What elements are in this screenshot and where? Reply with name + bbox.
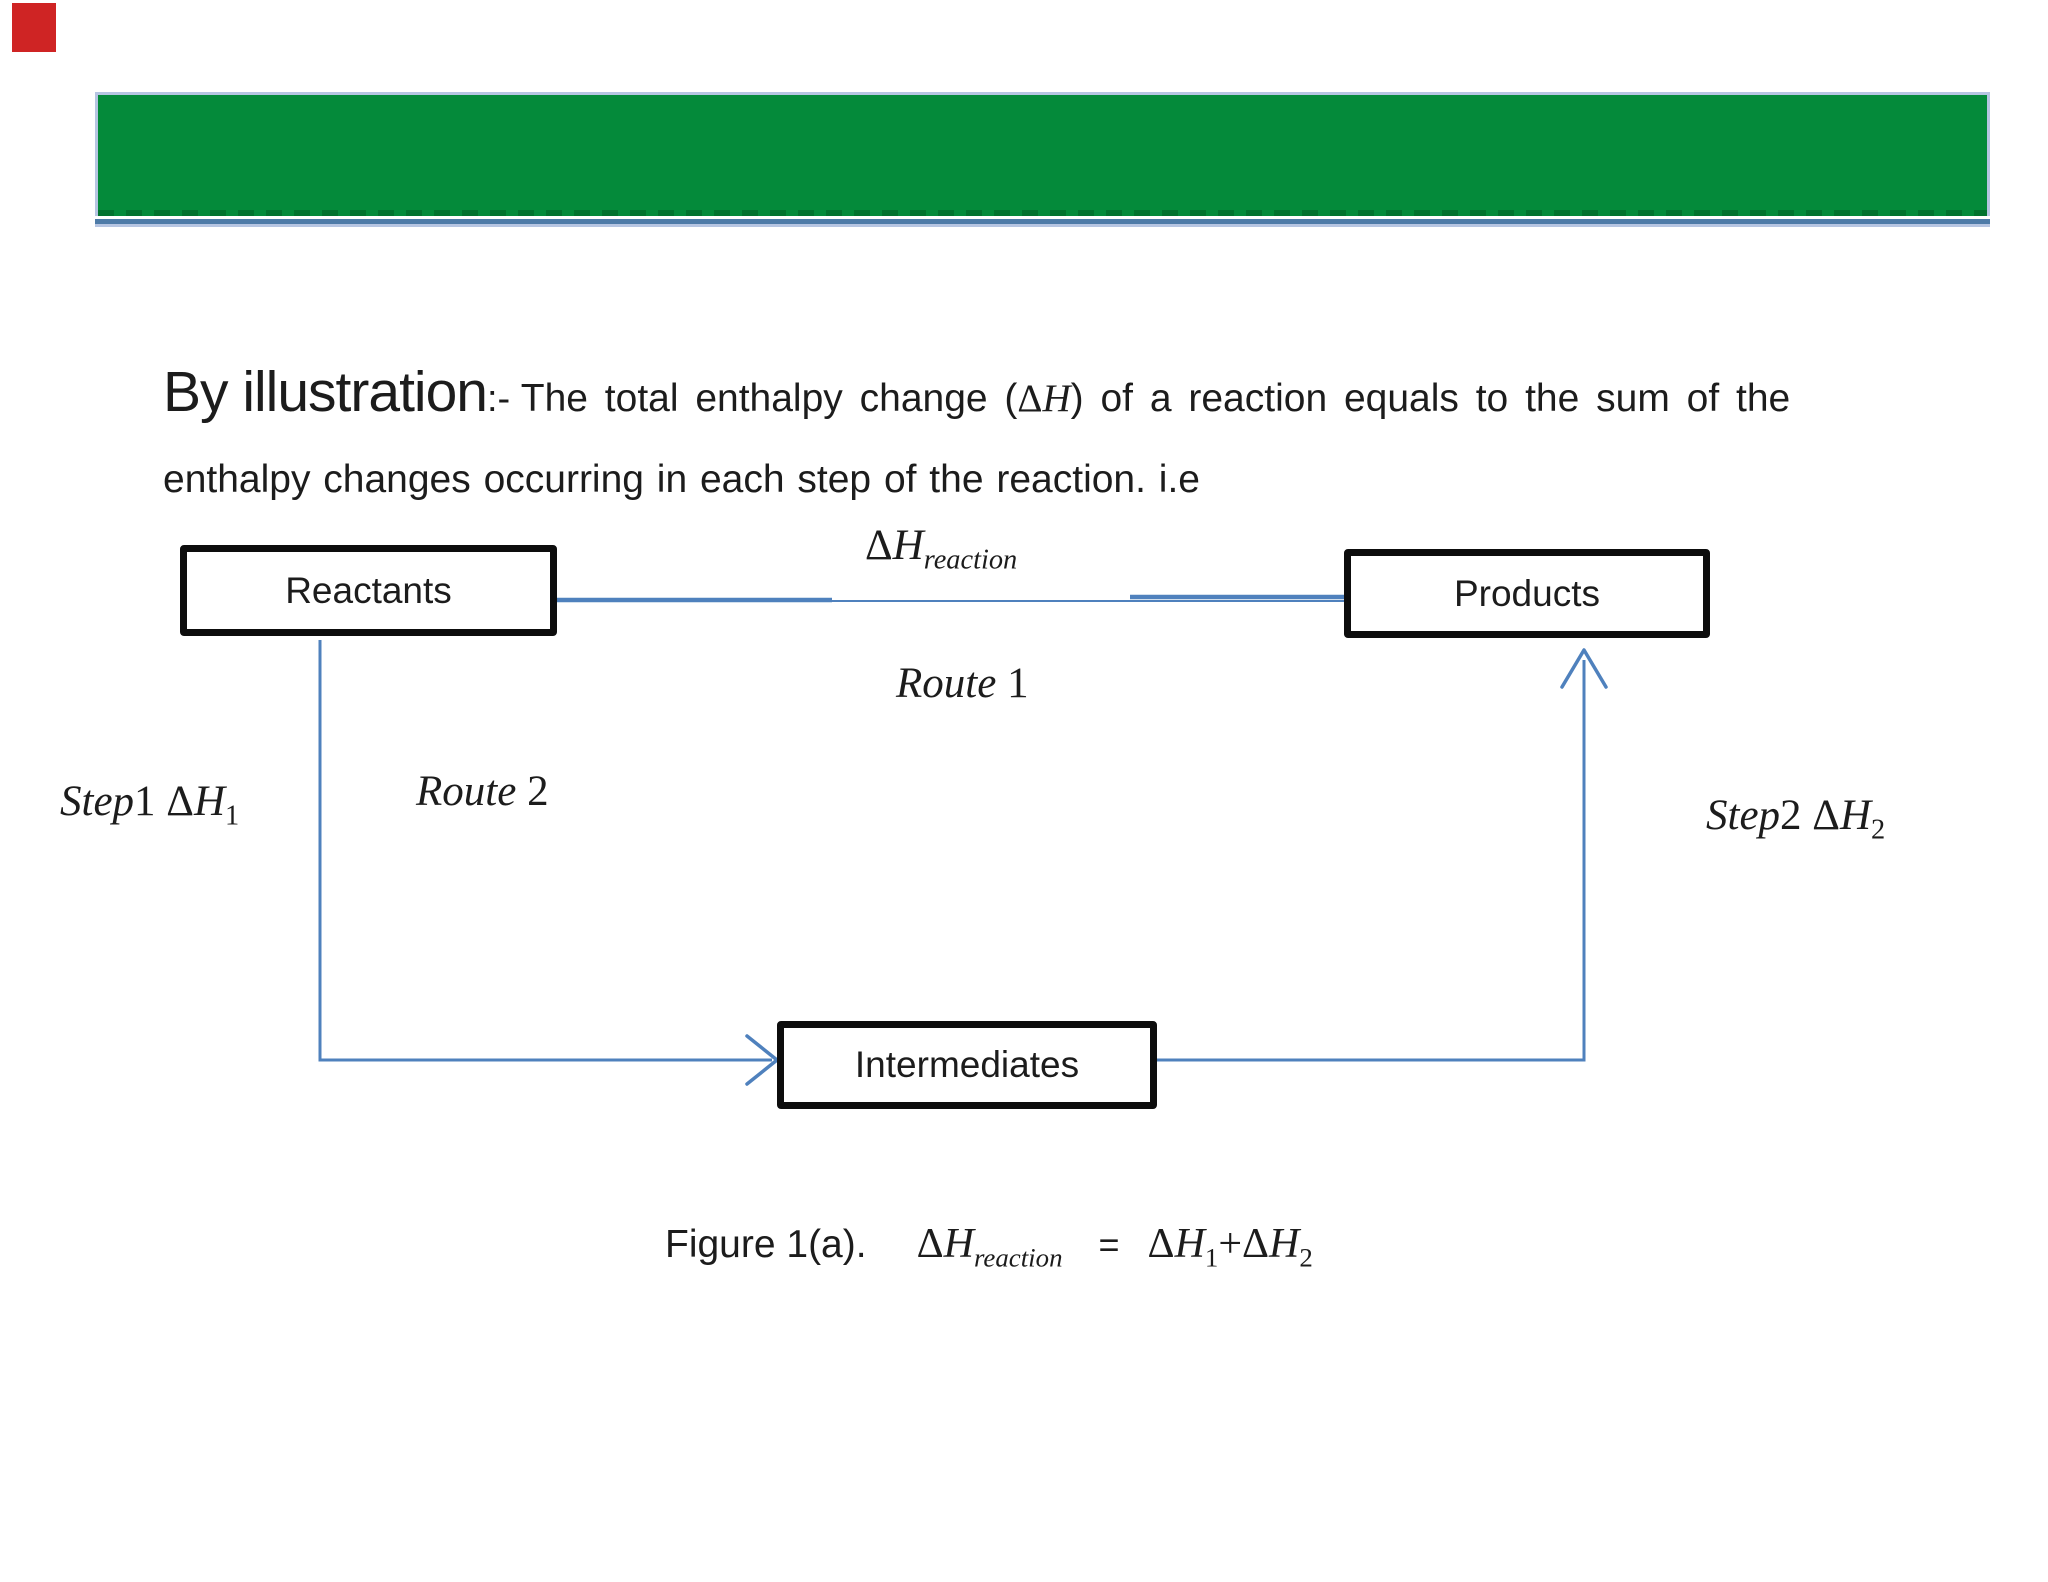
route2-step1-elbow-line bbox=[318, 640, 772, 1062]
up-arrowhead-icon bbox=[1560, 648, 1608, 689]
plus-sign: + bbox=[1218, 1221, 1243, 1267]
route1-number: 1 bbox=[996, 660, 1029, 707]
step2-subscript: 2 bbox=[1871, 814, 1886, 846]
banner-bottom-border bbox=[95, 219, 1990, 224]
label-dh-reaction: ΔHreaction bbox=[865, 522, 1017, 574]
delta-symbol: Δ bbox=[1147, 1221, 1175, 1267]
intro-body-text: The total enthalpy change (ΔH) of a reac… bbox=[521, 377, 1790, 420]
red-corner-marker bbox=[12, 3, 56, 52]
enthalpy-symbol: H bbox=[1174, 1221, 1205, 1267]
intro-paragraph-line1: By illustration:- The total enthalpy cha… bbox=[163, 364, 1790, 421]
step1-subscript: 1 bbox=[225, 800, 240, 832]
node-intermediates-label: Intermediates bbox=[854, 1044, 1080, 1085]
node-products-label: Products bbox=[1453, 572, 1600, 614]
figure-number: Figure 1(a). bbox=[665, 1223, 867, 1266]
intro-paragraph-line2: enthalpy changes occurring in each step … bbox=[163, 458, 1200, 501]
node-intermediates: Intermediates bbox=[777, 1021, 1157, 1109]
intro-colon: :- bbox=[486, 378, 521, 420]
node-reactants-label: Reactants bbox=[285, 569, 452, 611]
label-route1: Route 1 bbox=[896, 662, 1029, 705]
intro-seg1: The total enthalpy change ( bbox=[520, 377, 1018, 420]
step1-word: Step bbox=[60, 778, 135, 825]
route1-word: Route bbox=[896, 660, 997, 707]
enthalpy-symbol: H bbox=[1269, 1221, 1300, 1267]
node-products: Products bbox=[1344, 549, 1710, 638]
delta-symbol: Δ bbox=[1017, 377, 1043, 420]
delta-symbol: Δ bbox=[1242, 1221, 1270, 1267]
delta-symbol: Δ bbox=[916, 1221, 944, 1267]
intro-seg2: ) of a reaction equals to the sum of the bbox=[1070, 377, 1791, 420]
route2-number: 2 bbox=[516, 768, 549, 815]
step1-number: 1 bbox=[134, 778, 156, 825]
caption-sum-terms: ΔH1+ΔH2 bbox=[1147, 1221, 1313, 1271]
enthalpy-symbol: H bbox=[1042, 377, 1071, 420]
enthalpy-symbol: H bbox=[892, 522, 924, 569]
step2-elbow-line bbox=[1157, 660, 1586, 1062]
step2-number: 2 bbox=[1780, 792, 1802, 839]
step2-word: Step bbox=[1706, 792, 1781, 839]
delta-symbol: Δ bbox=[865, 522, 893, 569]
label-route2: Route 2 bbox=[416, 770, 549, 813]
caption-dh-reaction: ΔHreaction bbox=[916, 1221, 1063, 1271]
label-step1-dh1: Step1 ΔH1 bbox=[60, 778, 239, 830]
figure-caption: Figure 1(a). ΔHreaction = ΔH1+ΔH2 bbox=[665, 1221, 1313, 1271]
equals-sign: = bbox=[1098, 1224, 1120, 1265]
reaction-subscript: reaction bbox=[923, 544, 1018, 576]
delta-symbol: Δ bbox=[155, 778, 194, 825]
title-banner bbox=[95, 92, 1990, 224]
label-step2-dh2: Step2 ΔH2 bbox=[1706, 792, 1885, 844]
delta-symbol: Δ bbox=[1801, 792, 1840, 839]
caption-sub2: 2 bbox=[1299, 1242, 1313, 1273]
enthalpy-symbol: H bbox=[193, 778, 226, 825]
caption-reaction-subscript: reaction bbox=[973, 1242, 1063, 1273]
enthalpy-symbol: H bbox=[1839, 792, 1872, 839]
node-reactants: Reactants bbox=[180, 545, 557, 636]
banner-dash-pattern bbox=[98, 210, 1987, 216]
intro-lead-text: By illustration bbox=[163, 360, 488, 424]
caption-sub1: 1 bbox=[1204, 1242, 1219, 1273]
enthalpy-symbol: H bbox=[943, 1221, 974, 1267]
route2-word: Route bbox=[416, 768, 517, 815]
